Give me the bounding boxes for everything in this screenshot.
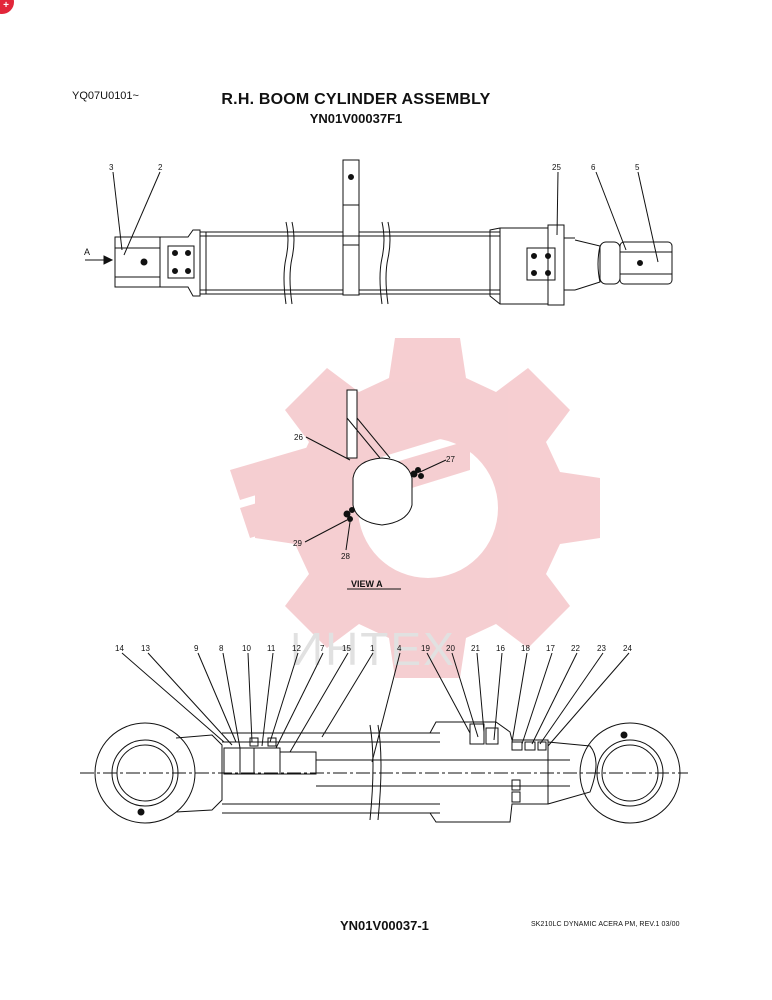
callout-24: 24 — [623, 644, 632, 653]
callout-26: 26 — [294, 433, 303, 442]
callout-27: 27 — [446, 455, 455, 464]
footer-drawing-number: YN01V00037-1 — [340, 918, 429, 933]
leader-26 — [305, 436, 351, 461]
callout-9: 9 — [194, 644, 199, 653]
leader-13 — [147, 652, 233, 746]
callout-7: 7 — [320, 644, 325, 653]
leader-6 — [595, 171, 627, 251]
leader-9 — [197, 652, 237, 743]
callout-10: 10 — [242, 644, 251, 653]
callout-13: 13 — [141, 644, 150, 653]
callout-5: 5 — [635, 163, 640, 172]
drawing-code: YQ07U0101~ — [72, 90, 139, 102]
callout-14: 14 — [115, 644, 124, 653]
callout-19: 19 — [421, 644, 430, 653]
callout-16: 16 — [496, 644, 505, 653]
callout-23: 23 — [597, 644, 606, 653]
page-title: R.H. BOOM CYLINDER ASSEMBLY — [221, 91, 491, 108]
callout-21: 21 — [471, 644, 480, 653]
leader-18 — [511, 652, 528, 743]
view-a-detail — [304, 389, 447, 590]
callout-22: 22 — [571, 644, 580, 653]
top-cylinder-view — [85, 159, 673, 306]
leader-11 — [261, 652, 274, 747]
view-a-label: VIEW A — [351, 579, 383, 589]
leader-17 — [521, 652, 553, 745]
callout-29: 29 — [293, 539, 302, 548]
watermark-text: ИНТЕХ — [290, 623, 456, 675]
leader-5 — [637, 171, 659, 263]
callout-8: 8 — [219, 644, 224, 653]
callout-17: 17 — [546, 644, 555, 653]
callout-4: 4 — [397, 644, 402, 653]
callout-2: 2 — [158, 163, 163, 172]
leader-23 — [539, 652, 604, 745]
leader-19 — [426, 652, 471, 734]
bottom-section-view — [80, 652, 688, 824]
leader-25 — [556, 171, 559, 236]
leader-8 — [222, 652, 241, 749]
leader-29 — [304, 519, 348, 543]
leader-7 — [275, 652, 324, 749]
watermark-gear-icon: ИНТЕХ — [230, 338, 600, 678]
leader-20 — [451, 652, 479, 738]
page-subtitle: YN01V00037F1 — [309, 111, 403, 126]
footer-revision-note: SK210LC DYNAMIC ACERA PM, REV.1 03/00 — [531, 921, 680, 928]
leader-21 — [476, 652, 485, 733]
callout-11: 11 — [267, 644, 276, 653]
leader-27 — [419, 459, 447, 473]
leader-22 — [531, 652, 578, 745]
callout-3: 3 — [109, 163, 114, 172]
leader-1 — [321, 652, 374, 738]
leader-16 — [493, 652, 503, 741]
leader-3 — [112, 171, 123, 251]
arrow-label-a: A — [84, 247, 90, 257]
callout-25: 25 — [552, 163, 561, 172]
leader-4 — [371, 652, 401, 763]
leader-2 — [123, 171, 161, 256]
callout-28: 28 — [341, 552, 350, 561]
callout-18: 18 — [521, 644, 530, 653]
callout-15: 15 — [342, 644, 351, 653]
plus-icon: + — [3, 0, 9, 11]
callout-20: 20 — [446, 644, 455, 653]
leader-10 — [247, 652, 253, 743]
leader-28 — [345, 521, 351, 551]
leader-14 — [121, 652, 225, 743]
callout-6: 6 — [591, 163, 596, 172]
leader-15 — [289, 652, 349, 753]
callout-12: 12 — [292, 644, 301, 653]
callout-1: 1 — [370, 644, 375, 653]
leader-12 — [269, 652, 299, 743]
leader-24 — [547, 652, 630, 747]
